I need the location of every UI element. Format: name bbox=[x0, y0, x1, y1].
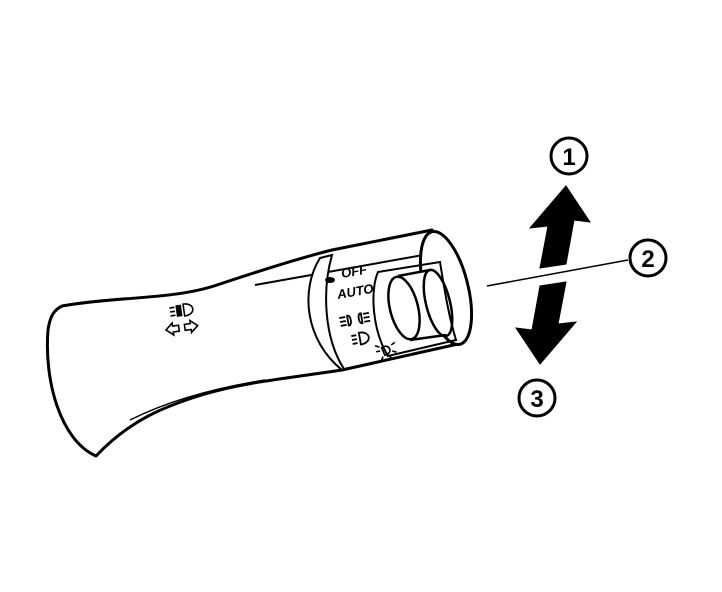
stalk-body bbox=[45, 228, 460, 458]
label-off: OFF bbox=[340, 261, 369, 280]
stalk-contour-line bbox=[129, 379, 266, 421]
svg-text:1: 1 bbox=[562, 144, 575, 171]
stalk-top-line bbox=[254, 251, 441, 286]
arrow-down-icon bbox=[514, 281, 578, 365]
parking-lamp-icon bbox=[339, 311, 371, 327]
callout-2: 2 bbox=[628, 238, 668, 278]
position-indicator-dot bbox=[325, 277, 335, 283]
turn-signal-arrows-icon bbox=[164, 318, 199, 337]
label-auto: AUTO bbox=[335, 281, 375, 302]
headlamp-icon bbox=[351, 331, 370, 346]
front-fog-lamp-icon bbox=[374, 341, 397, 361]
callout-1: 1 bbox=[549, 136, 589, 176]
high-beam-icon bbox=[169, 303, 194, 317]
knob-bottom-edge bbox=[409, 333, 447, 342]
svg-text:2: 2 bbox=[641, 246, 654, 273]
arrow-up-icon bbox=[528, 185, 592, 269]
knob-top-edge bbox=[397, 268, 431, 278]
callout-3: 3 bbox=[517, 378, 557, 418]
rotary-collar bbox=[307, 253, 346, 372]
svg-text:3: 3 bbox=[530, 386, 543, 413]
knob-housing bbox=[372, 260, 458, 358]
callout-leader-2 bbox=[486, 259, 629, 287]
